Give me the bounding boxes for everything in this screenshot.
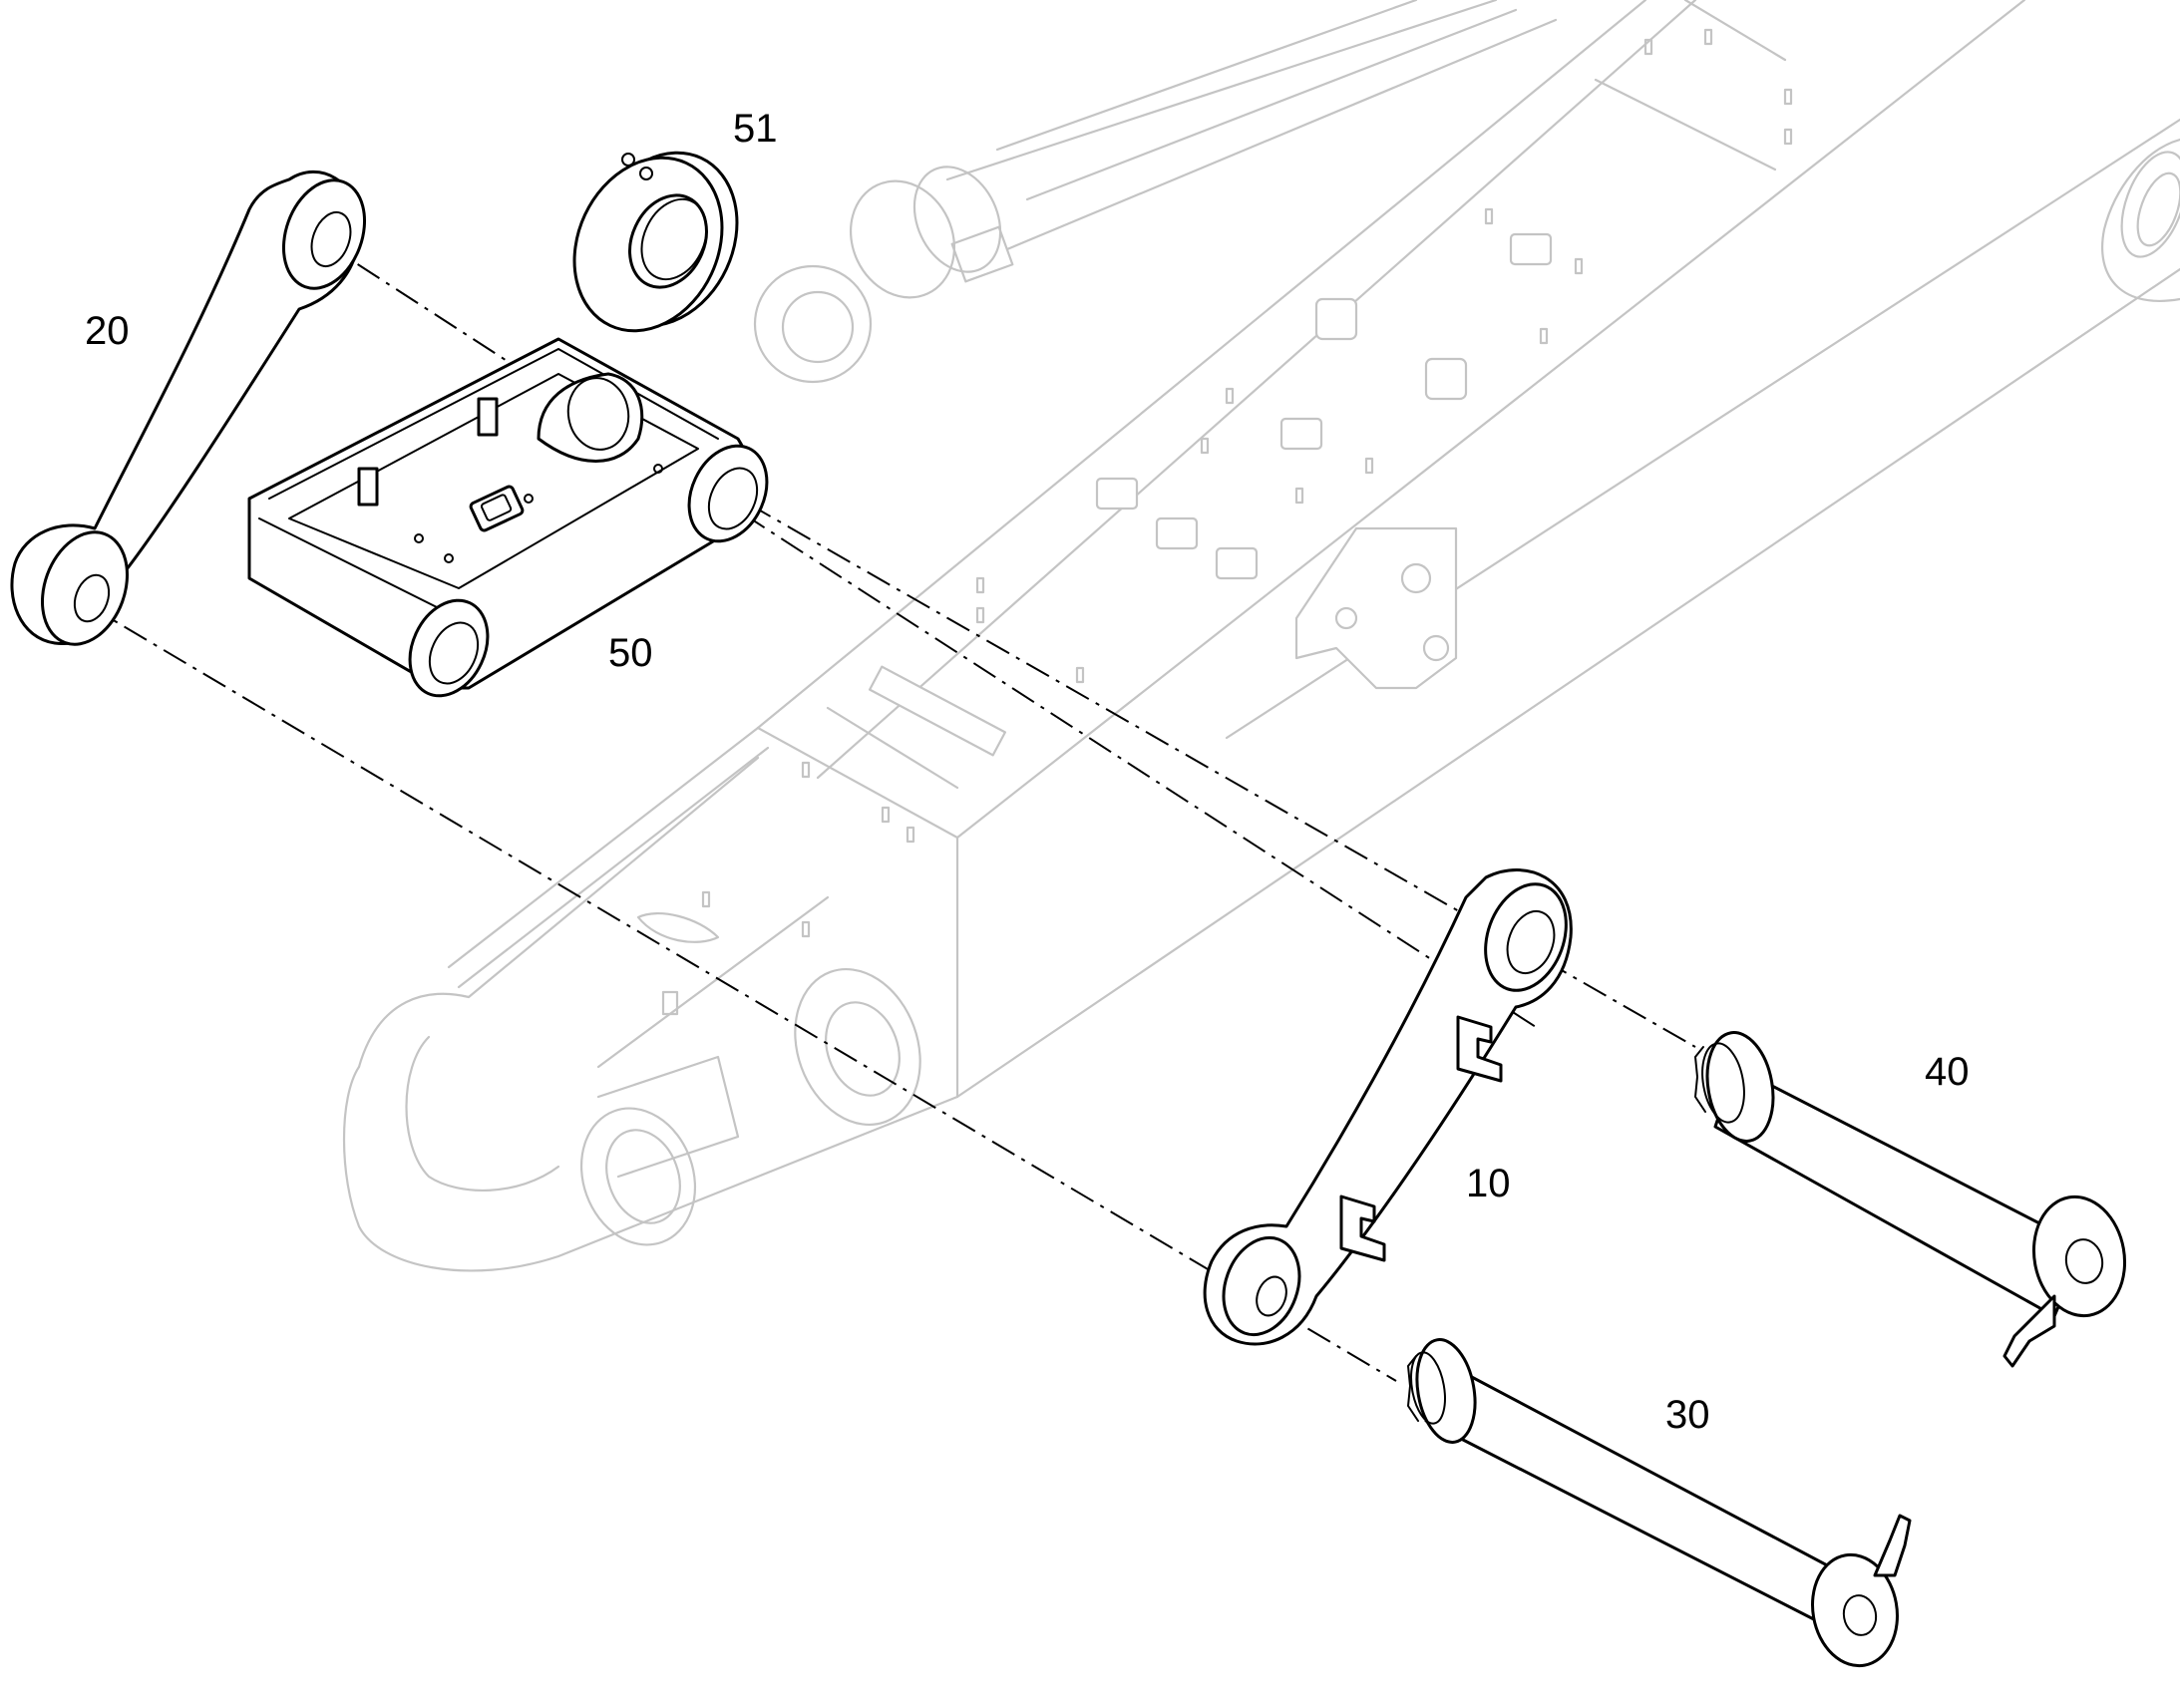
- callout-30: 30: [1665, 1393, 1710, 1437]
- callout-10: 10: [1466, 1162, 1511, 1205]
- callout-51: 51: [733, 107, 778, 151]
- part-51-ring: [572, 151, 739, 333]
- callout-50: 50: [608, 631, 653, 675]
- alignment-axes: [84, 238, 1696, 1382]
- part-50-bracket: [247, 337, 769, 698]
- callout-20: 20: [85, 309, 130, 353]
- part-40-pin: [1694, 1031, 2127, 1368]
- part-30-pin: [1407, 1338, 1912, 1668]
- part-10-link: [1203, 868, 1573, 1346]
- boom-arm-ghost: [342, 0, 2180, 1272]
- callout-40: 40: [1925, 1050, 1970, 1094]
- callout-labels: 51 20 50 40 10 30: [85, 107, 1970, 1437]
- part-20-link: [10, 170, 367, 646]
